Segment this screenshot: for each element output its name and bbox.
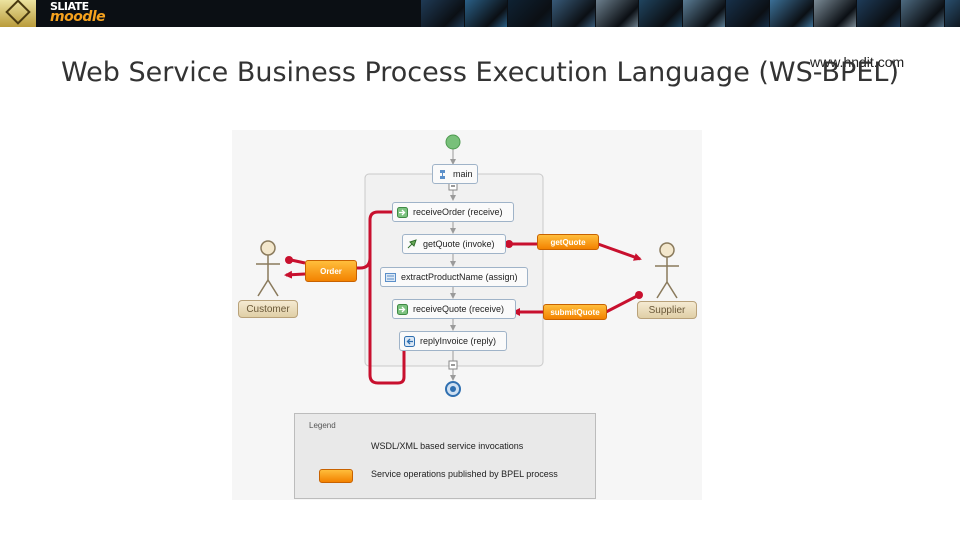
invocation-arrow (284, 270, 306, 279)
activity-receive-quote[interactable]: receiveQuote (receive) (392, 299, 516, 319)
top-banner: SLIATE moodle (0, 0, 960, 27)
banner-photo-tile (725, 0, 770, 27)
assign-icon (385, 272, 396, 282)
activity-label: replyInvoice (reply) (420, 336, 497, 346)
activity-label: receiveOrder (receive) (413, 207, 503, 217)
legend-operation-swatch (319, 469, 353, 483)
banner-photo-tile (463, 0, 508, 27)
invocation-arrow (290, 258, 306, 265)
banner-photo-tile (769, 0, 813, 27)
activity-extract-product-name[interactable]: extractProductName (assign) (380, 267, 528, 287)
banner-photo-tile (594, 0, 639, 27)
receive-icon (397, 303, 408, 315)
banner-photo-tile (420, 0, 464, 27)
operation-order[interactable]: Order (305, 260, 357, 282)
site-url: www.hndit.com (810, 54, 905, 70)
activity-reply-invoice[interactable]: replyInvoice (reply) (399, 331, 507, 351)
reply-icon (404, 335, 415, 347)
logo-bottom-text: moodle (50, 9, 106, 25)
diagram-legend: Legend WSDL/XML based service invocation… (294, 413, 596, 499)
customer-actor-icon (256, 240, 280, 297)
banner-photo-tile (812, 0, 857, 27)
supplier-actor-icon (655, 242, 679, 299)
logo-top-text: SLIATE (50, 0, 89, 13)
activity-main[interactable]: main (432, 164, 478, 184)
invocation-arrow (597, 242, 642, 261)
operation-get-quote[interactable]: getQuote (537, 234, 599, 250)
legend-invocations-label: WSDL/XML based service invocations (371, 441, 524, 451)
banner-image-strip (420, 0, 960, 27)
activity-get-quote[interactable]: getQuote (invoke) (402, 234, 506, 254)
customer-label: Customer (238, 300, 298, 318)
receive-icon (397, 206, 408, 218)
activity-label: receiveQuote (receive) (413, 304, 505, 314)
banner-photo-tile (943, 0, 960, 27)
banner-photo-tile (856, 0, 901, 27)
sequence-icon (440, 169, 445, 179)
site-logo[interactable]: SLIATE moodle (50, 0, 106, 25)
activity-label: getQuote (invoke) (423, 239, 495, 249)
banner-photo-tile (900, 0, 944, 27)
page-title: Web Service Business Process Execution L… (61, 57, 899, 88)
activity-receive-order[interactable]: receiveOrder (receive) (392, 202, 514, 222)
legend-title: Legend (309, 421, 336, 430)
start-event-icon (445, 134, 461, 150)
banner-photo-tile (681, 0, 726, 27)
activity-label: extractProductName (assign) (401, 272, 518, 282)
invoke-icon (407, 238, 417, 248)
sliate-emblem-icon (0, 0, 36, 27)
supplier-label: Supplier (637, 301, 697, 319)
legend-operations-label: Service operations published by BPEL pro… (371, 469, 558, 479)
banner-photo-tile (507, 0, 551, 27)
operation-submit-quote[interactable]: submitQuote (543, 304, 607, 320)
activity-label: main (453, 169, 473, 179)
reply-invoice-link (368, 210, 406, 385)
banner-photo-tile (638, 0, 682, 27)
banner-photo-tile (550, 0, 595, 27)
